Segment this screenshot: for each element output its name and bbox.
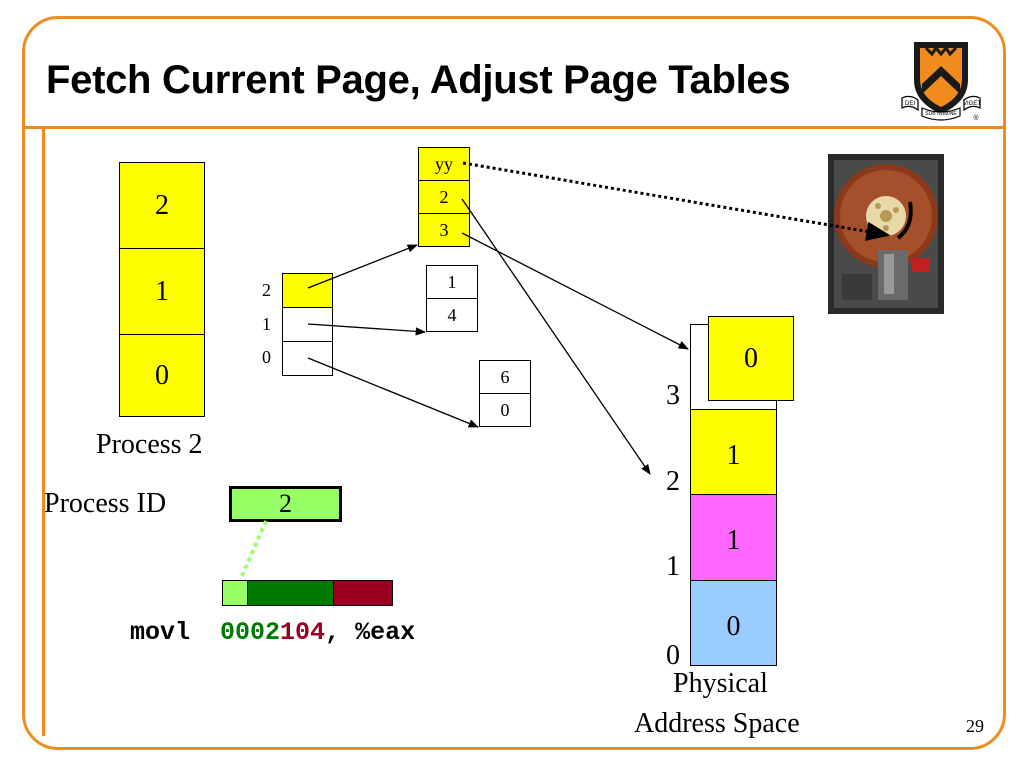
logo-motto-center: SUB NUMINE [925,111,957,117]
slide-frame [22,16,1006,750]
address-bar-page-segment [247,580,334,606]
arrow-outer2-to-top-table [307,244,418,289]
side-divider [42,129,45,736]
hard-disk-icon [828,154,944,314]
process-page-2: 2 [119,162,205,249]
arrow-yy-to-disk [462,161,891,241]
process-page-1: 1 [119,248,205,335]
outer-table-index-0: 0 [262,347,271,367]
instruction-line: movl 0002104, %eax [130,618,415,647]
frame-label-1: 1 [666,551,680,582]
arrow-outer0-to-table-c [307,357,479,428]
physical-caption-line1: Physical [673,668,768,699]
frame-label-2: 2 [666,466,680,497]
frame-label-0: 0 [666,640,680,671]
table-b-entry-4: 4 [426,298,478,332]
table-c-entry-0: 0 [479,393,531,427]
title-divider [25,126,1003,129]
logo-motto-left: DEI [905,101,915,107]
outer-table-index-2: 2 [262,280,271,300]
process-id-value: 2 [229,486,342,522]
pid-to-bar-link [239,520,268,579]
top-table-entry-3: 3 [418,213,470,247]
outer-table-index-1: 1 [262,314,271,334]
top-table-entry-2: 2 [418,180,470,214]
physical-caption-line2: Address Space [634,708,800,739]
top-table-entry-yy: yy [418,147,470,181]
slide-title: Fetch Current Page, Adjust Page Tables [46,58,791,102]
arrow-entry2-to-frame2 [461,198,651,475]
physical-frame-3-page: 0 [708,316,794,401]
instruction-operand: , %eax [325,618,416,647]
instruction-address-page: 0002 [220,618,281,647]
frame-label-3: 3 [666,380,680,411]
process-caption: Process 2 [96,429,203,460]
arrow-outer1-to-table-b [307,323,427,336]
table-b-entry-1: 1 [426,265,478,299]
princeton-shield-icon: DEI SUB NUMINE VIGET ® [901,42,981,122]
instruction-opcode: movl [130,618,191,647]
arrow-entry3-to-frame3 [461,232,689,350]
process-id-label: Process ID [44,488,167,519]
address-bar-pid-segment [222,580,248,606]
outer-table-entry-0 [282,341,333,376]
outer-table-entry-2 [282,273,333,308]
process-page-0: 0 [119,334,205,417]
physical-frame-2: 1 [690,409,777,495]
svg-text:®: ® [973,114,979,122]
logo-motto-right: VIGET [963,101,981,107]
instruction-address-offset: 104 [280,618,326,647]
physical-frame-1: 1 [690,494,777,581]
address-bar-offset-segment [333,580,393,606]
page-number: 29 [966,716,984,736]
physical-frame-0: 0 [690,580,777,666]
